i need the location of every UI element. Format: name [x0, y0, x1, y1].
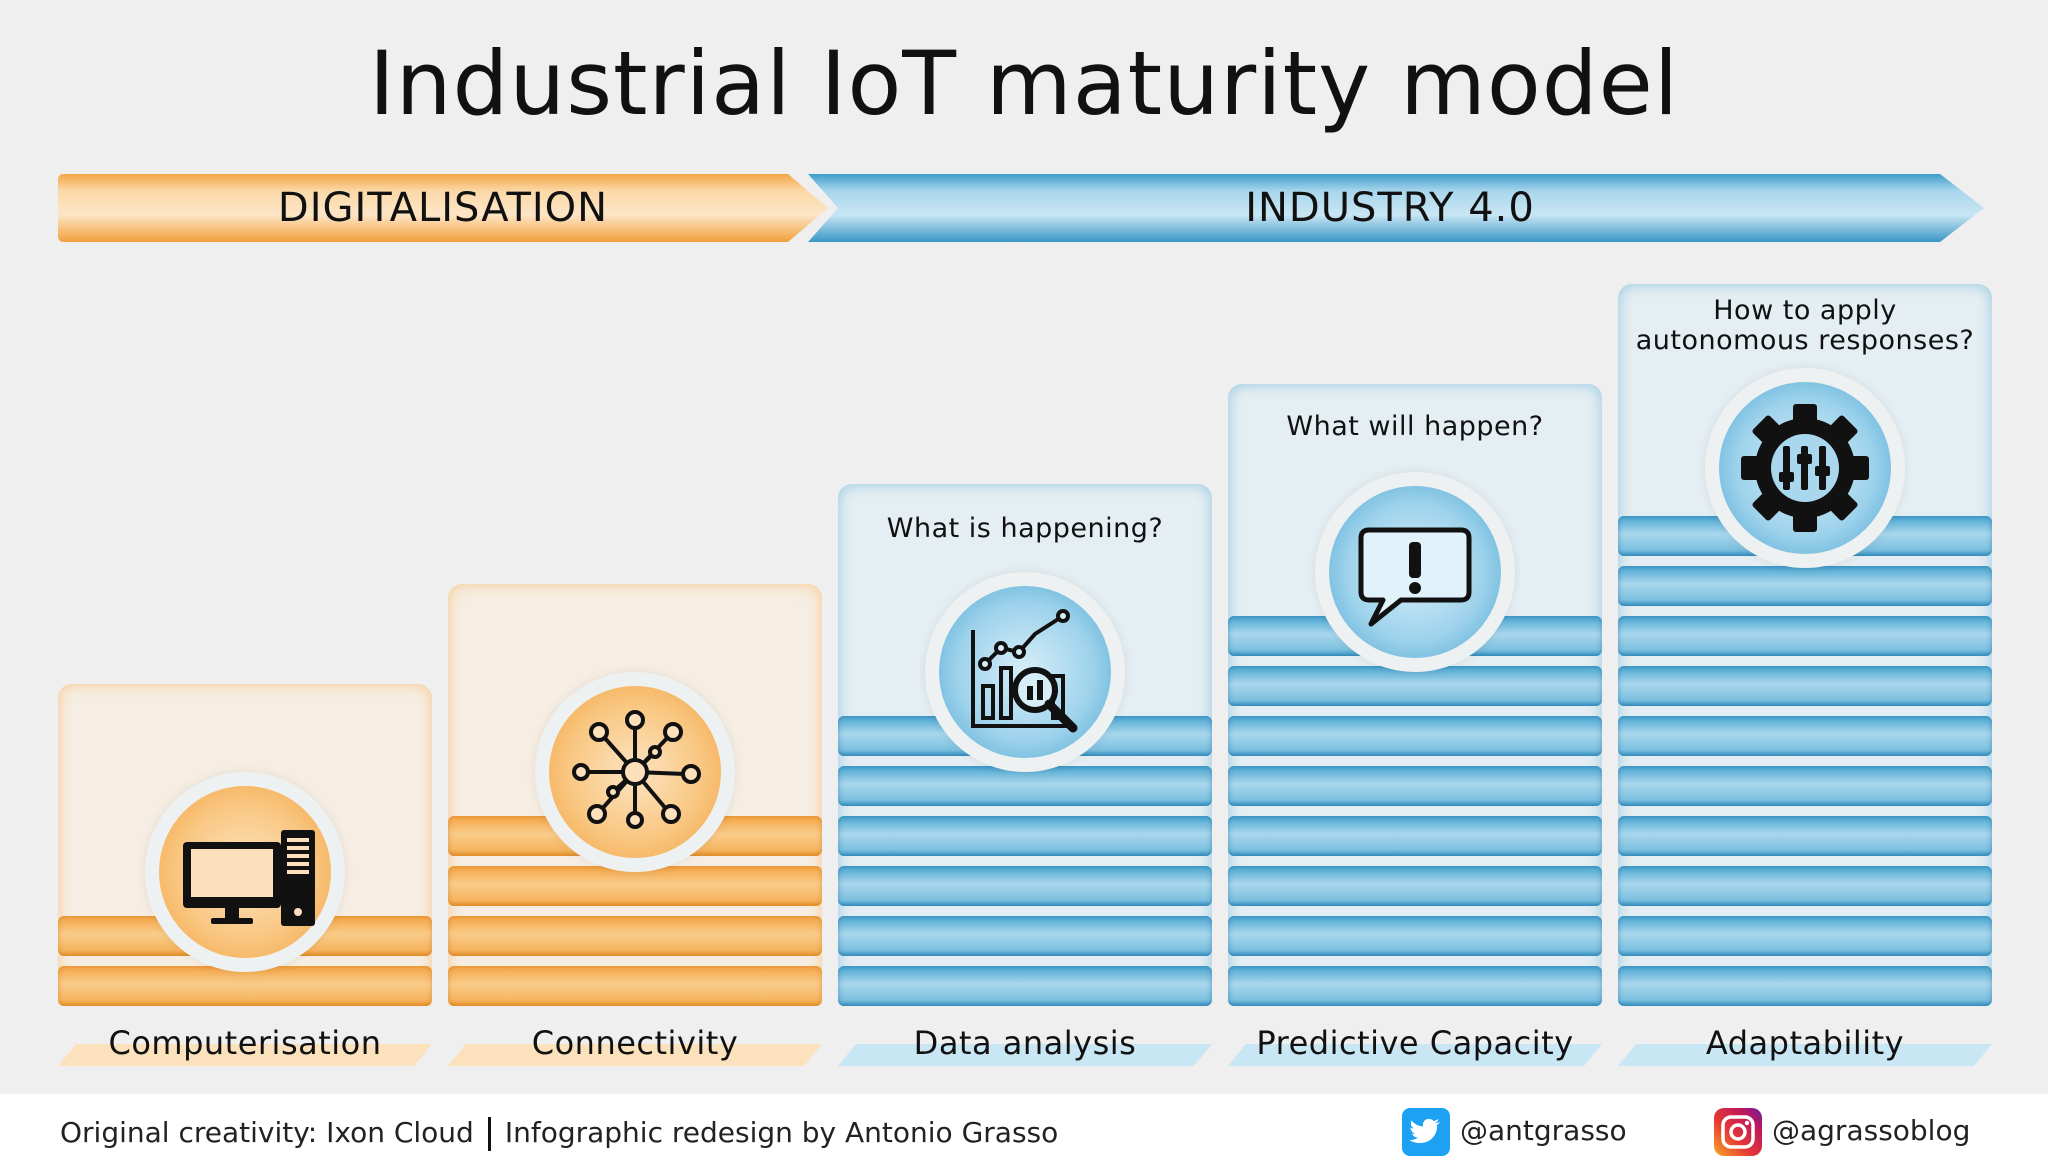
stage-label: Adaptability: [1705, 1024, 1905, 1062]
twitter-icon: [1402, 1108, 1450, 1156]
computer-icon: [183, 830, 315, 926]
stage-slab: [1228, 866, 1602, 906]
stage-slab: [1618, 966, 1992, 1006]
stage-label: Data analysis: [913, 1024, 1137, 1062]
twitter-handle: @antgrasso: [1460, 1114, 1627, 1147]
stage-slab: [1228, 766, 1602, 806]
stage-slab: [1228, 916, 1602, 956]
phase-banner-arrows: [58, 174, 1984, 242]
stage-slab: [1618, 616, 1992, 656]
credit-redesign: Infographic redesign by Antonio Grasso: [504, 1116, 1059, 1149]
stage-question-line: How to apply: [1713, 295, 1897, 326]
gear-sliders-icon: [1741, 404, 1869, 532]
stage-slab: [1618, 716, 1992, 756]
stage-label: Connectivity: [531, 1024, 739, 1062]
stage-base: [838, 1044, 1212, 1066]
data-analysis-icon: [971, 609, 1078, 733]
icon-circle: [1315, 472, 1515, 672]
footer: Original creativity: Ixon Cloud Infograph…: [0, 1094, 2048, 1172]
stage-question: What is happening?: [886, 513, 1164, 544]
digitalisation-label: DIGITALISATION: [277, 185, 609, 231]
stage-slab: [1228, 816, 1602, 856]
page-title: Industrial IoT maturity model: [368, 32, 1680, 135]
stage-slab: [1228, 716, 1602, 756]
icon-circle: [925, 572, 1125, 772]
stage-base: [58, 1044, 432, 1066]
stage-question-line: autonomous responses?: [1635, 325, 1975, 356]
alert-speech-icon: [1358, 527, 1472, 627]
phase-banner: DIGITALISATION INDUSTRY 4.0: [0, 174, 2048, 242]
instagram-handle: @agrassoblog: [1772, 1114, 1971, 1147]
icon-circle: [535, 672, 735, 872]
stage-slab: [448, 916, 822, 956]
credit-separator: [487, 1117, 491, 1151]
stage-slab: [448, 866, 822, 906]
stage-slab: [448, 966, 822, 1006]
industry-label: INDUSTRY 4.0: [1245, 185, 1535, 231]
stage-base: [1618, 1044, 1992, 1066]
stage-slab: [1618, 666, 1992, 706]
stage-slab: [1618, 916, 1992, 956]
stage-base: [448, 1044, 822, 1066]
stage-slab: [1618, 566, 1992, 606]
stage-slab: [58, 966, 432, 1006]
icon-circle: [1705, 368, 1905, 568]
icon-circle: [145, 772, 345, 972]
stage-slab: [838, 816, 1212, 856]
stage-slab: [838, 766, 1212, 806]
credits: Original creativity: Ixon Cloud Infograph…: [60, 1116, 1058, 1151]
stage-slab: [1618, 766, 1992, 806]
stage-slab: [1228, 666, 1602, 706]
stage-slab: [1228, 966, 1602, 1006]
stage-slab: [838, 966, 1212, 1006]
stage-slab: [1618, 866, 1992, 906]
network-icon: [572, 710, 701, 829]
stage-label: Predictive Capacity: [1256, 1024, 1574, 1062]
credit-original: Original creativity: Ixon Cloud: [60, 1116, 474, 1149]
stage-question: How to apply autonomous responses?: [1618, 296, 1992, 356]
stage-slab: [838, 916, 1212, 956]
stage-slab: [838, 866, 1212, 906]
instagram-icon: [1714, 1108, 1762, 1156]
twitter-link[interactable]: @antgrasso: [1402, 1108, 1627, 1158]
stage-base: [1228, 1044, 1602, 1066]
stage-slab: [1618, 816, 1992, 856]
instagram-link[interactable]: @agrassoblog: [1714, 1108, 1970, 1158]
stage-label: Computerisation: [108, 1024, 382, 1062]
stage-question: What will happen?: [1286, 411, 1544, 442]
